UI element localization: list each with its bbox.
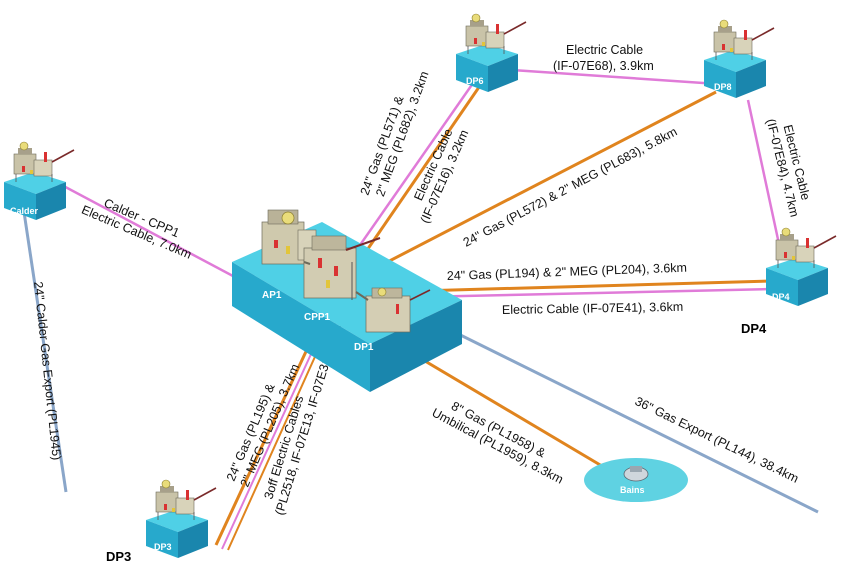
hub-label-cpp1: CPP1	[304, 312, 331, 323]
calder-cpp1-label: Calder - CPP1 Electric Cable, 7.0km	[79, 189, 199, 262]
dp6-cable-label: Electric Cable (IF-07E16), 3.2km	[404, 122, 471, 226]
dp3-electric-cables-2	[227, 329, 328, 551]
hub-label-ap1: AP1	[262, 290, 282, 301]
connection-lines	[22, 68, 819, 551]
dp4-gas-label: 24" Gas (PL194) & 2" MEG (PL204), 3.6km	[447, 261, 688, 283]
dp3-caption: DP3	[106, 549, 131, 564]
dp6-dp8-cable-label: Electric Cable (IF-07E68), 3.9km	[553, 43, 654, 73]
gas-export-pipeline	[419, 313, 819, 514]
dp8-gas-pipeline	[371, 90, 717, 272]
dp8-gas-label: 24" Gas (PL572) & 2" MEG (PL683), 5.8km	[461, 125, 680, 250]
dp3-gas-pipeline	[214, 329, 318, 546]
platform-calder-label: Calder	[10, 206, 39, 216]
platform-dp8-label: DP8	[714, 82, 732, 92]
platform-dp8: DP8	[703, 19, 775, 99]
dp4-electric-cable	[417, 287, 773, 299]
dp6-dp8-cable	[511, 68, 719, 86]
platform-dp3-label: DP3	[154, 542, 172, 552]
platform-hub: AP1 CPP1 DP1	[232, 209, 462, 392]
dp4-cable-label: Electric Cable (IF-07E41), 3.6km	[502, 300, 684, 317]
platform-dp4-label: DP4	[772, 292, 790, 302]
bains-gas-pipeline	[397, 343, 613, 474]
hub-label-dp1: DP1	[354, 342, 374, 353]
platform-calder: Calder	[3, 141, 75, 221]
platform-dp3: DP3	[145, 479, 217, 559]
bains-subsea: Bains	[584, 458, 688, 502]
calder-export-label: 24" Calder Gas Export (PL1945)	[31, 281, 64, 461]
platform-dp6-label: DP6	[466, 76, 484, 86]
bains-label: Bains	[620, 485, 645, 495]
dp4-gas-pipeline	[417, 279, 773, 293]
dp8-dp4-cable	[746, 99, 784, 259]
dp4-caption: DP4	[741, 321, 767, 336]
dp3-electric-cables	[221, 329, 323, 550]
platform-dp6: DP6	[455, 13, 527, 93]
dp6-electric-cable	[342, 75, 480, 269]
calder-export-pipeline	[22, 211, 68, 493]
calder-cpp1-cable	[55, 180, 249, 286]
platform-dp4: DP4	[765, 227, 837, 307]
